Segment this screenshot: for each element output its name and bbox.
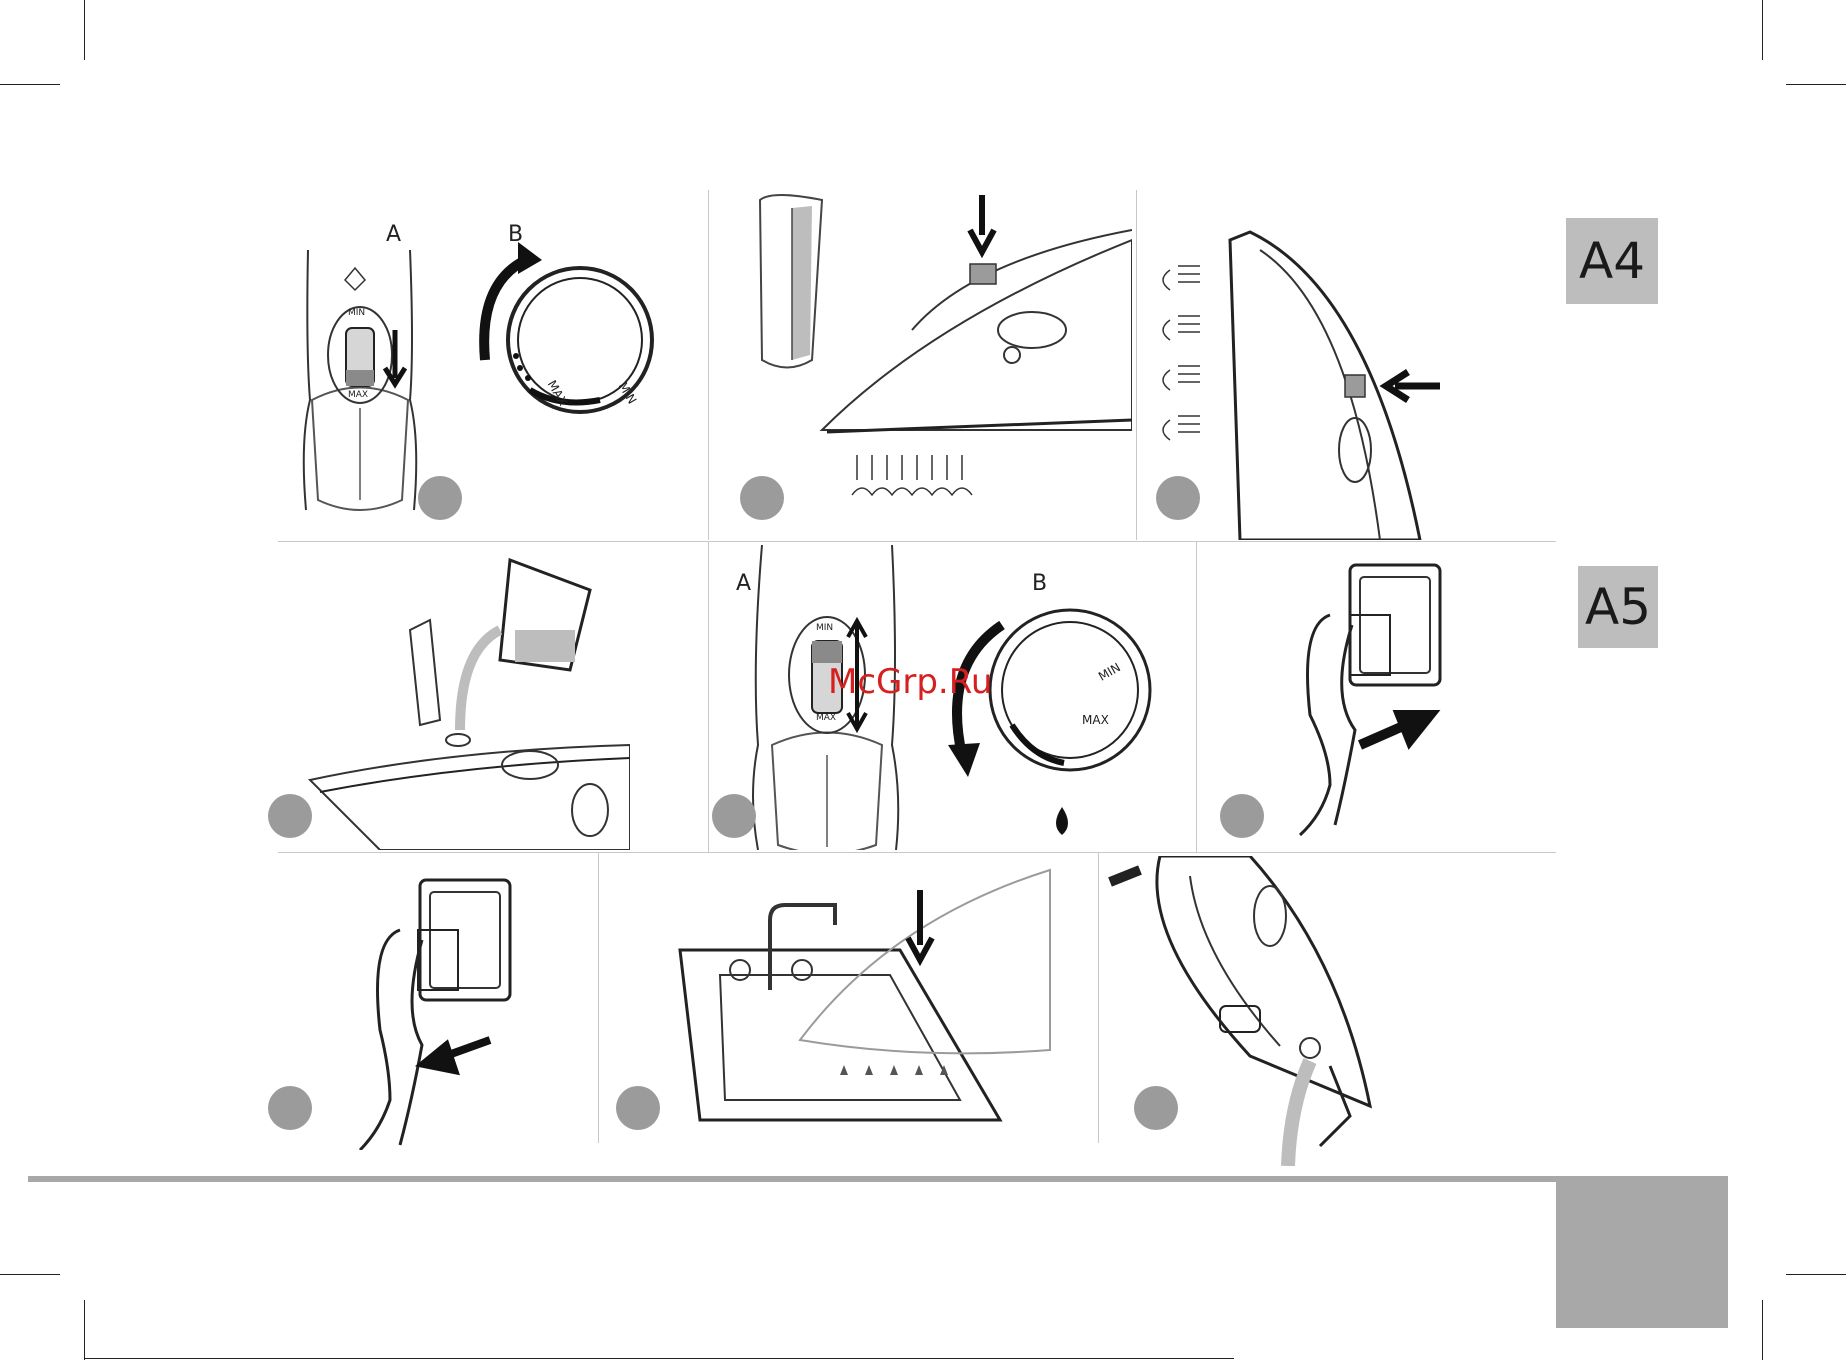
step-number-badge bbox=[740, 476, 784, 520]
section-tab-a4: A4 bbox=[1566, 218, 1658, 304]
crop-mark bbox=[1786, 84, 1846, 85]
vertical-iron-drawing bbox=[1140, 230, 1560, 540]
crop-mark bbox=[1762, 0, 1763, 60]
crop-mark bbox=[84, 0, 85, 60]
illustration-empty-tank-sink bbox=[670, 860, 1090, 1130]
step-number-badge bbox=[1220, 794, 1264, 838]
crop-mark bbox=[84, 1358, 1234, 1359]
panel-divider bbox=[708, 190, 709, 540]
crop-mark bbox=[84, 1300, 85, 1360]
step-number-badge bbox=[712, 794, 756, 838]
step-number-badge bbox=[268, 794, 312, 838]
slider-min-label: MIN bbox=[348, 308, 365, 318]
filling-iron-drawing bbox=[300, 550, 630, 850]
row-divider bbox=[278, 541, 1556, 542]
crop-mark bbox=[0, 84, 60, 85]
plug-insert-drawing bbox=[1260, 555, 1460, 845]
panel-divider bbox=[1098, 853, 1099, 1143]
slider-max-label: MAX bbox=[348, 390, 368, 400]
page-corner-block bbox=[1556, 1176, 1728, 1328]
illustration-plug-in bbox=[1260, 555, 1460, 845]
label-a: A bbox=[386, 222, 401, 247]
slider-min-label: MIN bbox=[816, 623, 833, 633]
illustration-unplug bbox=[350, 870, 520, 1150]
label-b: B bbox=[1032, 571, 1047, 596]
label-b: B bbox=[508, 222, 523, 247]
dial-max-label: MAX bbox=[1082, 713, 1109, 727]
step-number-badge bbox=[616, 1086, 660, 1130]
crop-mark bbox=[1786, 1274, 1846, 1275]
illustration-steam-burst-press bbox=[712, 190, 1132, 530]
row-divider bbox=[278, 852, 1556, 853]
watermark-text: McGrp.Ru bbox=[828, 662, 992, 702]
section-tab-a5: A5 bbox=[1578, 566, 1658, 648]
label-a: A bbox=[736, 571, 751, 596]
panel-divider bbox=[1136, 190, 1137, 540]
illustration-steam-control-setting: A B MIN MAX MAX MIN bbox=[290, 200, 700, 520]
illustration-vertical-steam bbox=[1140, 230, 1560, 540]
iron-with-steam-drawing bbox=[712, 190, 1132, 530]
step-number-badge bbox=[268, 1086, 312, 1130]
footer-rule bbox=[28, 1176, 1556, 1182]
panel-divider bbox=[598, 853, 599, 1143]
panel-divider bbox=[1196, 542, 1197, 852]
slider-max-label: MAX bbox=[816, 713, 836, 723]
sink-and-iron-drawing bbox=[670, 860, 1090, 1130]
illustration-fill-water-tank bbox=[300, 550, 630, 850]
step-number-badge bbox=[1134, 1086, 1178, 1130]
plug-remove-drawing bbox=[350, 870, 520, 1150]
iron-handle-and-dial-drawing bbox=[290, 200, 700, 520]
panel-divider bbox=[708, 542, 709, 852]
step-number-badge bbox=[418, 476, 462, 520]
crop-mark bbox=[0, 1274, 60, 1275]
step-number-badge bbox=[1156, 476, 1200, 520]
crop-mark bbox=[1762, 1300, 1763, 1360]
